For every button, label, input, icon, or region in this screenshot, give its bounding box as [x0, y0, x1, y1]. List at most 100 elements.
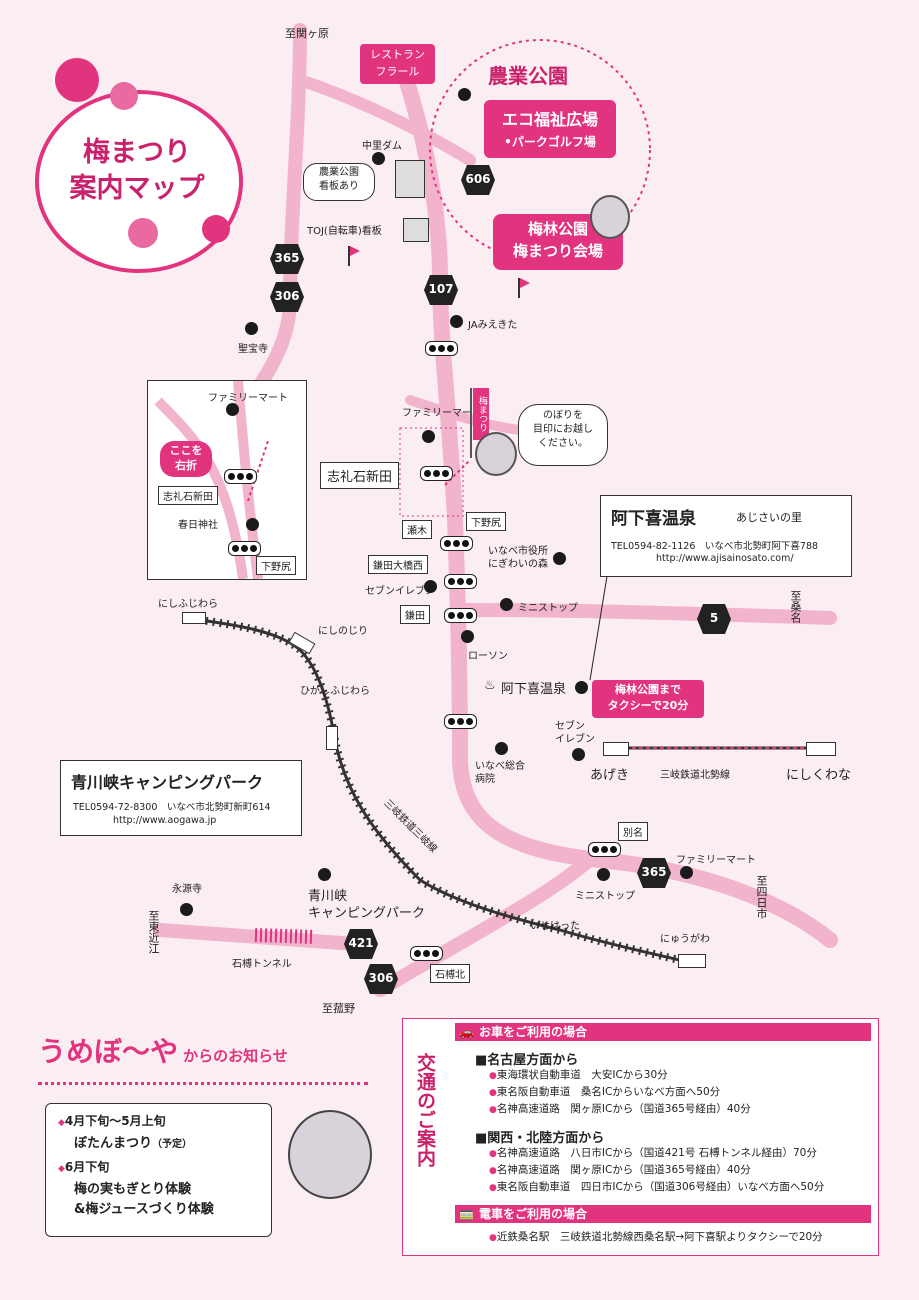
- restaurant-fraal-label: レストラン フラール: [360, 44, 435, 84]
- kansai-route: ●名神高速道路 関ヶ原ICから（国道365号経由）40分: [489, 1164, 751, 1176]
- nagoya-heading: ■名古屋方面から: [475, 1053, 579, 1068]
- toj-sign-label: TOJ(自転車)看板: [307, 226, 382, 237]
- nobori-note-callout: のぼりを 目印にお越し ください。: [518, 404, 608, 466]
- title-line2: 案内マップ: [69, 173, 205, 204]
- inabe-shiyakusho-label: いなべ市役所 にぎわいの森: [488, 546, 548, 570]
- station-nishikuwana-icon: [806, 742, 836, 756]
- news-item2-date: ◆6月下旬: [58, 1160, 110, 1174]
- nakazato-dam-label: 中里ダム: [362, 141, 402, 152]
- route-shield-5: 5: [697, 604, 731, 634]
- inset-familymart-label: ファミリーマート: [208, 393, 288, 404]
- ministop-marker: [500, 598, 513, 611]
- plum-flower-icon: [202, 215, 230, 243]
- lawson-marker: [461, 630, 474, 643]
- news-title-big: うめぼ〜や: [38, 1035, 179, 1068]
- seven-eleven-label: セブンイレブン: [365, 586, 435, 597]
- hokusei-line-label: 三岐鉄道北勢線: [660, 770, 730, 781]
- lawson-label: ローソン: [468, 651, 508, 662]
- kamada-label: 鎌田: [400, 605, 430, 624]
- ageki-onsen-label: 阿下喜温泉: [501, 682, 567, 697]
- inabe-shiyakusho-marker: [553, 552, 566, 565]
- direction-sekigahara: 至関ヶ原: [285, 27, 329, 40]
- title-line1: 梅まつり: [83, 137, 191, 168]
- seven-eleven-marker: [424, 580, 437, 593]
- route-shield-107: 107: [424, 275, 458, 305]
- seki-label: 瀬木: [402, 520, 432, 539]
- park-golf-label: •パークゴルフ場: [504, 135, 596, 149]
- station-higashifujiwara-icon: [326, 726, 338, 750]
- onsen-info-box: 阿下喜温泉 あじさいの里 TEL0594-82-1126 いなべ市北勢町阿下喜7…: [600, 495, 852, 577]
- inset-shirei-label: 志礼石新田: [158, 486, 218, 505]
- news-item1-date: ◆4月下旬〜5月上旬: [58, 1114, 166, 1128]
- route-shield-365: 365: [270, 244, 304, 274]
- kansai-route: ●名神高速道路 八日市ICから（国道421号 石榑トンネル経由）70分: [489, 1147, 817, 1159]
- map-title: 梅まつり 案内マップ: [62, 135, 212, 207]
- inset-familymart-marker: [226, 403, 239, 416]
- ageki-onsen-marker: [575, 681, 588, 694]
- traffic-signal: [588, 842, 621, 857]
- umeboya-mascot-icon: [475, 432, 517, 476]
- signboard-icon: [403, 218, 429, 242]
- route-shield-365-south: 365: [637, 858, 671, 888]
- familymart-marker: [422, 430, 435, 443]
- traffic-signal: [444, 714, 477, 729]
- news-divider: [38, 1082, 368, 1085]
- nishinojiri-label: にしのじり: [318, 626, 368, 637]
- traffic-signal: [410, 946, 443, 961]
- plum-flower-icon: [110, 82, 138, 110]
- nishifujiwara-label: にしふじわら: [158, 599, 218, 610]
- aogawakyo-label: 青川峡 キャンピングパーク: [308, 889, 426, 921]
- taxi-info-callout: 梅林公園まで タクシーで20分: [592, 680, 704, 718]
- inset-map: ファミリーマート ここを 右折 志礼石新田 春日神社 下野尻: [147, 380, 307, 580]
- ministop2-marker: [597, 868, 610, 881]
- inset-turn-right-callout: ここを 右折: [160, 441, 212, 477]
- ishigure-kita-label: 石榑北: [430, 964, 470, 983]
- nogyo-sign-callout: 農業公園 看板あり: [303, 163, 375, 201]
- direction-kuwana: 至桑名: [789, 590, 802, 623]
- traffic-signal: [224, 469, 257, 484]
- ageki-station-label: あげき: [590, 768, 630, 783]
- direction-komono: 至菰野: [322, 1002, 355, 1015]
- onsen-tel: TEL0594-82-1126 いなべ市北勢町阿下喜788: [611, 541, 819, 552]
- inset-kasuga-marker: [246, 518, 259, 531]
- news-item2-event1: 梅の実もぎとり体験: [74, 1182, 192, 1197]
- route-shield-606: 606: [461, 165, 495, 195]
- inset-shimonojiri-label: 下野尻: [256, 556, 296, 575]
- eigenji-marker: [180, 903, 193, 916]
- route-shield-306-south: 306: [364, 964, 398, 994]
- direction-yokkaichi: 至四日市: [755, 875, 768, 919]
- seihoji-marker: [245, 322, 258, 335]
- route-shield-306: 306: [270, 282, 304, 312]
- betsumyo-label: 別名: [618, 822, 648, 841]
- kansai-heading: ■関西・北陸方面から: [475, 1131, 605, 1146]
- onsen-url[interactable]: http://www.ajisainosato.com/: [656, 553, 794, 564]
- news-box: ◆4月下旬〜5月上旬 ぼたんまつり（予定） ◆6月下旬 梅の実もぎとり体験 &梅…: [45, 1103, 272, 1237]
- access-box: 交通のご案内 🚗 お車をご利用の場合 ■名古屋方面から ●東海環状自動車道 大安…: [402, 1018, 879, 1256]
- shirei-ishishinden-label: 志礼石新田: [320, 462, 400, 489]
- car-header: 🚗 お車をご利用の場合: [455, 1023, 871, 1041]
- traffic-signal: [420, 466, 453, 481]
- ishigure-tunnel-label: 石榑トンネル: [232, 959, 292, 970]
- nagoya-route: ●東名阪自動車道 桑名ICからいなべ方面へ50分: [489, 1086, 721, 1098]
- nyugawa-label: にゅうがわ: [660, 934, 710, 945]
- signboard-icon: [395, 160, 425, 198]
- news-title-small: からのお知らせ: [183, 1047, 288, 1065]
- ministop-label: ミニストップ: [518, 603, 578, 614]
- seven-eleven2-label: セブン イレブン: [555, 721, 595, 745]
- traffic-signal: [440, 536, 473, 551]
- inset-kasuga-label: 春日神社: [178, 520, 218, 531]
- golf-flag-icon: [348, 246, 350, 266]
- access-vertical-title: 交通のご案内: [414, 1053, 436, 1167]
- camp-url[interactable]: http://www.aogawa.jp: [113, 815, 217, 826]
- nagoya-route-list: ●東海環状自動車道 大安ICから30分 ●東名阪自動車道 桑名ICからいなべ方面…: [489, 1067, 751, 1118]
- aogawakyo-marker: [318, 868, 331, 881]
- familymart2-marker: [680, 866, 693, 879]
- traffic-signal: [228, 541, 261, 556]
- camp-name: 青川峡キャンピングパーク: [71, 773, 264, 792]
- nobori-flag: 梅まつり: [473, 388, 489, 440]
- onsen-subname: あじさいの里: [736, 511, 802, 524]
- higashifujiwara-label: ひがしふじわら: [300, 686, 370, 697]
- plum-flower-icon: [128, 218, 158, 248]
